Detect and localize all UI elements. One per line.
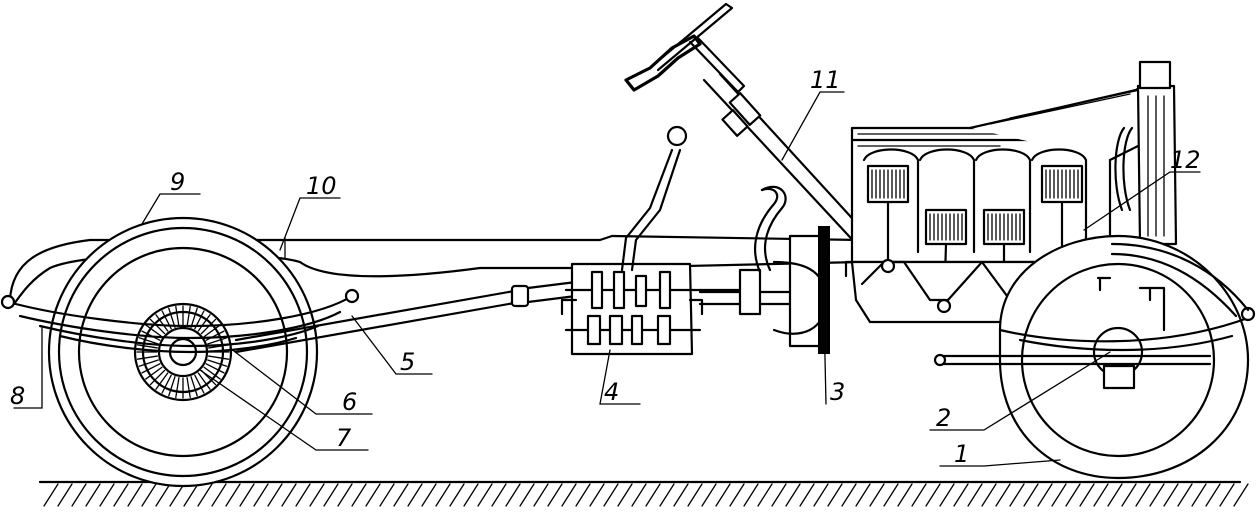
callout-9: 9 (170, 168, 185, 196)
steering-column (702, 72, 874, 250)
gearbox (560, 125, 742, 356)
callout-2: 2 (936, 404, 951, 432)
clutch (698, 185, 830, 354)
steering-wheel (624, 2, 746, 94)
front-frame (1110, 242, 1250, 318)
callout-labels: 1 2 3 4 5 6 7 8 9 10 11 12 (10, 66, 1201, 468)
callout-12: 12 (1170, 146, 1201, 174)
callout-8: 8 (10, 382, 25, 410)
callout-6: 6 (342, 388, 357, 416)
callout-10: 10 (306, 172, 337, 200)
leader-lines (13, 91, 1201, 467)
drive-shaft (234, 280, 578, 354)
ground (38, 480, 1249, 507)
callout-7: 7 (336, 424, 352, 452)
rear-leaf-spring (0, 288, 360, 354)
callout-5: 5 (400, 348, 415, 376)
front-axle (933, 276, 1256, 367)
engine (850, 78, 1152, 312)
radiator (1114, 60, 1178, 246)
rear-hub-gear (136, 305, 230, 399)
callout-11: 11 (810, 66, 841, 94)
callout-3: 3 (830, 378, 845, 406)
callout-1: 1 (954, 440, 969, 468)
callout-4: 4 (604, 378, 619, 406)
